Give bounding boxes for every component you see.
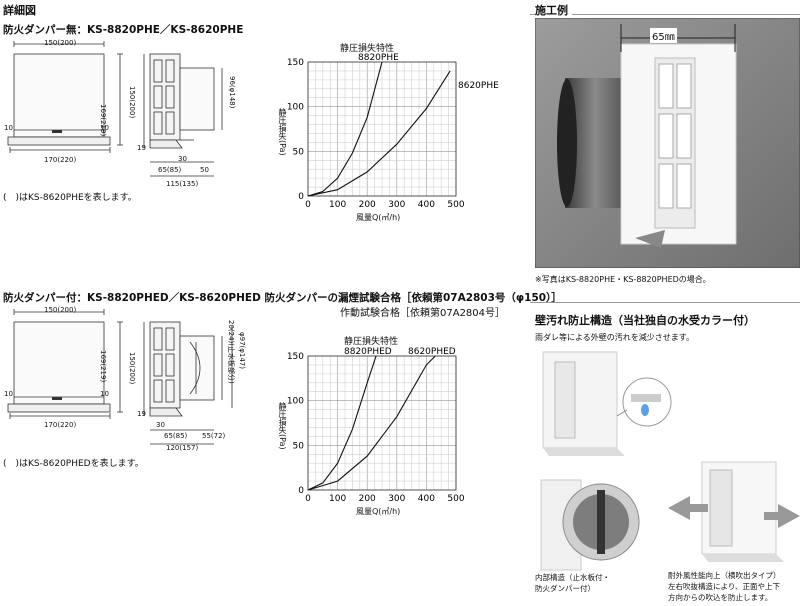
model2-heading2: 作動試験合格［依頼第07A2804号］ [340, 308, 506, 319]
feature-desc: 雨ダレ等による外壁の汚れを減少させます。 [535, 333, 694, 342]
chart2-ylabel: 静圧損失(Pa) [278, 402, 287, 450]
model1-side-view [143, 53, 223, 177]
m2-dim-w-bottom: 170(220) [44, 421, 77, 429]
chart2-xtick-label: 300 [388, 494, 405, 504]
chart2-xtick-label: 0 [305, 494, 311, 504]
model2-front-view [7, 309, 123, 419]
m2-dim-120: 120(157) [166, 444, 199, 452]
chart1-xtick-label: 500 [447, 200, 464, 210]
m2-dim-ten-left: 10 [4, 390, 13, 398]
chart2-ytick-label: 150 [287, 352, 304, 362]
chart1-ticks: 0 100 200 300 400 500 0 50 100 150 [287, 58, 465, 210]
chart1-ytick-label: 50 [293, 147, 305, 157]
chart1-grid [307, 61, 457, 197]
chart2-grid [307, 355, 457, 491]
water-collar-photo [542, 351, 672, 456]
m1-dim-30: 30 [178, 155, 187, 163]
installation-photo [535, 18, 800, 268]
chart1-series-label-8820: 8820PHE [358, 53, 399, 63]
m2-dim-h-left: 169(219) [99, 350, 107, 383]
internal-structure-photo [540, 479, 640, 571]
chart1-series [307, 61, 451, 197]
chart2-series [307, 355, 436, 491]
chart1-ytick-label: 100 [287, 103, 304, 113]
example-dim-label: 65㎜ [650, 28, 677, 43]
m2-dim-w-top: 150(200) [44, 306, 77, 314]
wind-resistance-photo [668, 461, 800, 562]
model2-note: ( )はKS-8620PHEDを表します。 [3, 459, 144, 469]
chart1-series-label-8620: 8620PHE [458, 81, 499, 91]
m2-dim-19: 19 [137, 410, 146, 418]
chart2: 0 100 200 300 400 500 0 50 100 150 8820PHED 8620P… [287, 347, 465, 504]
chart2-series-line-1 [307, 355, 436, 491]
chart2-frame [307, 355, 457, 491]
m2-dim-dia2: 20(24)(止水板部分) [227, 320, 235, 384]
cap1-line2: 防火ダンパー付） [535, 584, 595, 593]
chart2-xtick-label: 500 [447, 494, 464, 504]
chart1-ytick-label: 0 [298, 192, 304, 202]
chart1-xtick-label: 300 [388, 200, 405, 210]
feature-title: 壁汚れ防止構造（当社独自の水受カラー付） [535, 314, 755, 327]
m1-dim-115: 115(135) [166, 180, 199, 188]
model1-front-view [7, 41, 123, 153]
chart1-ytick-label: 150 [287, 58, 304, 68]
chart1-xtick-label: 0 [305, 200, 311, 210]
m1-dim-19: 19 [137, 144, 146, 152]
chart2-series-label-8820: 8820PHED [344, 347, 392, 357]
cap2-line1: 耐外風性能向上（横吹出タイプ） [668, 571, 781, 580]
m2-dim-30: 30 [156, 421, 165, 429]
chart1-ylabel: 静圧損失(Pa) [278, 108, 287, 156]
m1-dim-side-h: 150(200) [128, 86, 136, 119]
m1-dim-dia: 96(φ148) [228, 76, 236, 109]
m2-dim-55: 55(72) [202, 432, 226, 440]
example-title-rule [530, 14, 800, 15]
m2-dim-dia1: φ97(φ147) [238, 332, 246, 369]
model2-heading: 防火ダンパー付：KS-8820PHED／KS-8620PHED 防火ダンパーの漏… [3, 292, 562, 304]
cap2-line2: 左右吹抜構造により、正面や上下 [668, 582, 781, 591]
chart1-series-line-1 [307, 70, 451, 197]
chart1: 0 100 200 300 400 500 0 50 100 150 8820PHE 8620PH… [287, 53, 499, 210]
chart2-xtick-label: 200 [359, 494, 376, 504]
detail-section-title: 詳細図 [3, 4, 36, 17]
chart2-series-label-8620: 8620PHED [408, 347, 456, 357]
m1-dim-ten-right: 10 [100, 124, 109, 132]
cap1-line1: 内部構造（止水板付・ [535, 573, 610, 582]
m2-dim-side-h: 150(200) [128, 352, 136, 385]
chart1-xtick-label: 100 [329, 200, 346, 210]
m1-dim-65: 65(85) [158, 166, 182, 174]
chart1-xtick-label: 200 [359, 200, 376, 210]
chart1-title: 静圧損失特性 [340, 44, 395, 54]
chart2-ytick-label: 0 [298, 486, 304, 496]
model2-side-view [143, 321, 233, 445]
cap2-line3: 方向からの吹込を防止します。 [668, 593, 773, 602]
chart1-series-line-0 [307, 61, 383, 197]
chart1-xlabel: 風量Q(㎥/h) [356, 213, 401, 222]
chart2-series-line-0 [307, 355, 377, 491]
m1-dim-w-bottom: 170(220) [44, 156, 77, 164]
example-section-title: 施工例 [535, 2, 572, 18]
example-caption: ※写真はKS-8820PHE・KS-8820PHEDの場合。 [535, 275, 711, 284]
m1-dim-w-top: 150(200) [44, 39, 77, 47]
feature-rule [530, 302, 800, 303]
m2-dim-ten-right: 10 [100, 390, 109, 398]
chart2-ytick-label: 50 [293, 441, 305, 451]
chart2-xtick-label: 400 [418, 494, 435, 504]
chart2-ticks: 0 100 200 300 400 500 0 50 100 150 [287, 352, 465, 504]
m2-dim-65: 65(85) [164, 432, 188, 440]
model1-note: ( )はKS-8620PHEを表します。 [3, 193, 137, 203]
chart2-title: 静圧損失特性 [344, 337, 399, 347]
model1-heading: 防火ダンパー無：KS-8820PHE／KS-8620PHE [3, 24, 244, 36]
chart2-xtick-label: 100 [329, 494, 346, 504]
m1-dim-ten-left: 10 [4, 124, 13, 132]
chart2-xlabel: 風量Q(㎥/h) [356, 507, 401, 516]
chart2-ytick-label: 100 [287, 397, 304, 407]
chart1-xtick-label: 400 [418, 200, 435, 210]
m1-dim-50: 50 [200, 166, 209, 174]
